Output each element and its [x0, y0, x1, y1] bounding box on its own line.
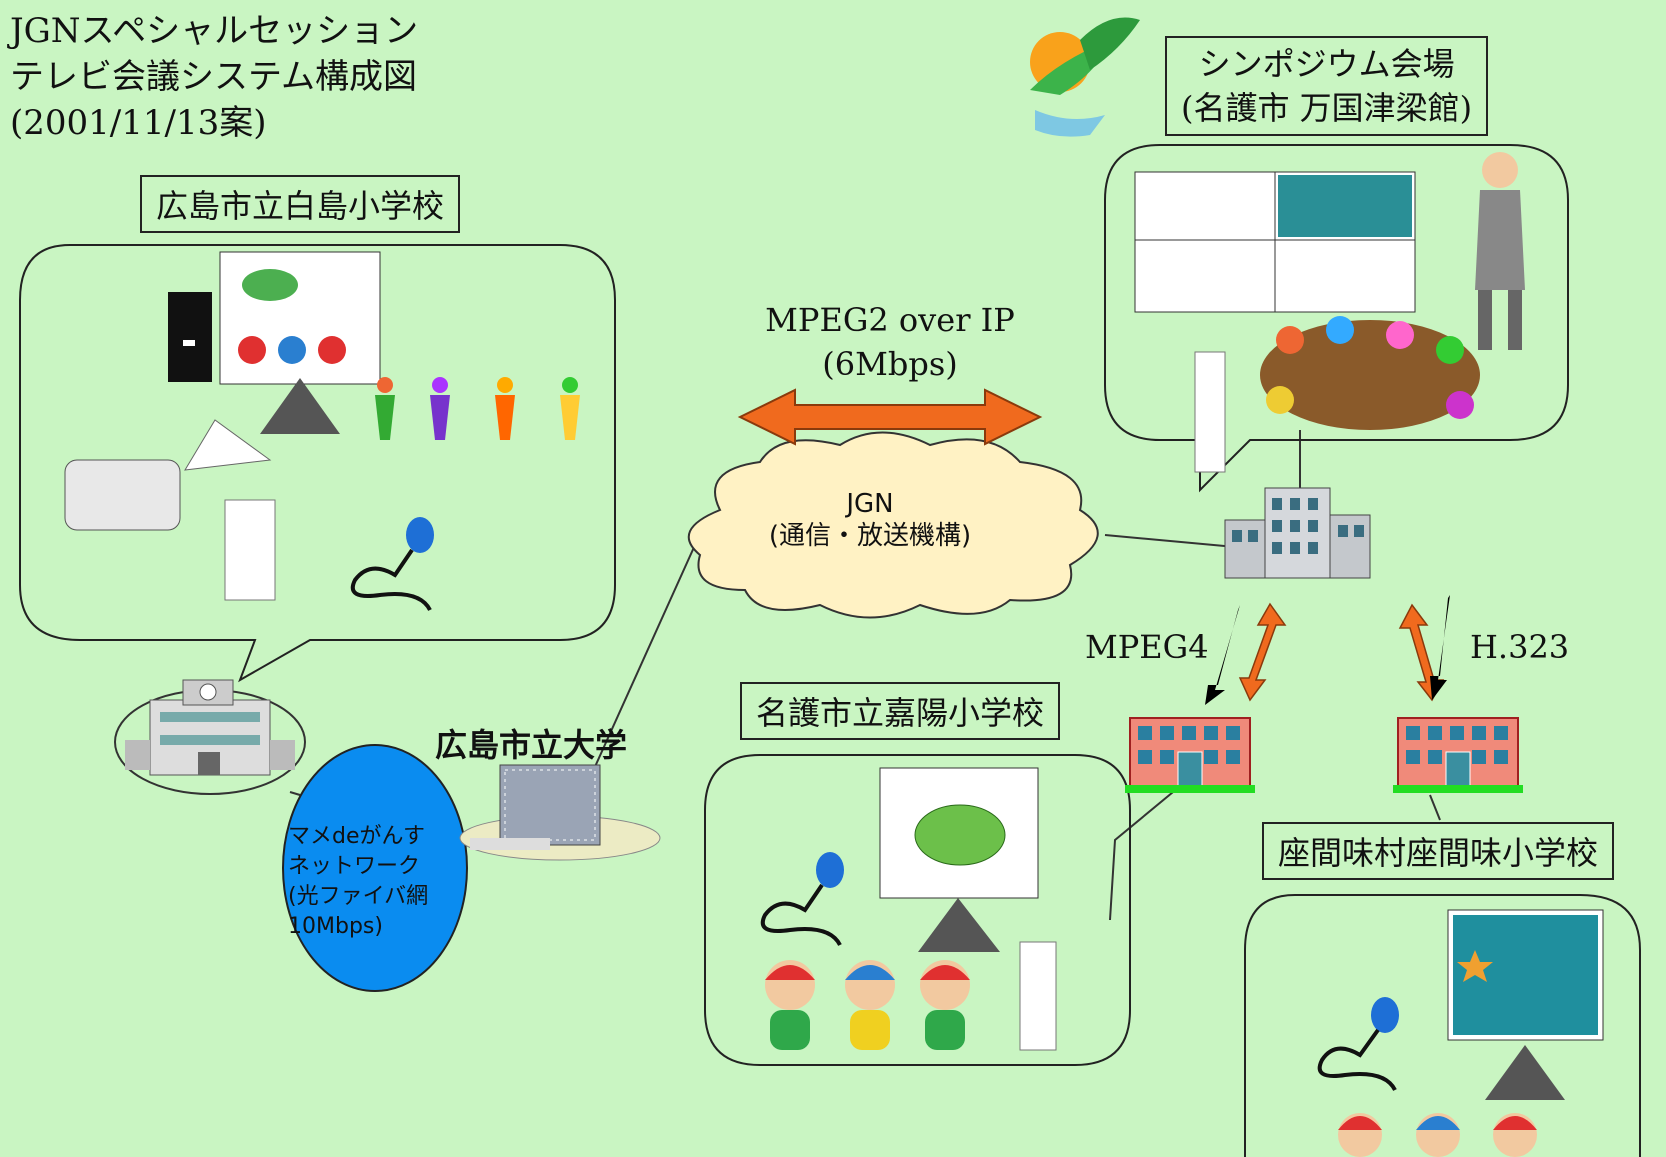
mpeg2-double-arrow: [737, 388, 1043, 446]
hiroshima-callout: [19, 244, 616, 683]
local-network-line-2: ネットワーク: [288, 854, 421, 879]
hiroshima-room-scene: [64, 251, 580, 612]
projection-beam-icon: [184, 419, 272, 471]
dancers-icon: [375, 377, 580, 440]
meeting-table-icon: [1260, 316, 1480, 430]
nago-room-scene: [760, 767, 1057, 1051]
symposium-label-line-1: シンポジウム会場: [1198, 45, 1455, 83]
mpeg2-label-line-1: MPEG2 over IP: [765, 301, 1015, 339]
projector-stand-icon: [260, 378, 340, 434]
microphone-icon: [350, 517, 434, 612]
server-tower-icon: [168, 292, 212, 382]
nago-school-label: 名護市立嘉陽小学校: [740, 682, 1061, 740]
zamami-school-building-icon: [1393, 717, 1523, 793]
pc-tower-icon-nago: [1019, 941, 1057, 1051]
jgn-label-line-1: JGN: [846, 489, 894, 519]
mpeg4-link-arrows: [1205, 602, 1287, 705]
local-network-ellipse: [282, 744, 468, 992]
projector-icon: [64, 459, 181, 531]
pc-tower-icon-2: [1194, 351, 1226, 473]
hiroshima-school-label: 広島市立白島小学校: [140, 175, 461, 233]
hiroshima-university-building-icon: [459, 764, 661, 861]
local-network-line-1: マメdeがんす: [288, 824, 426, 849]
nago-callout: [704, 754, 1131, 1066]
presenter-icon: [1475, 152, 1525, 350]
mpeg2-link-label: MPEG2 over IP (6Mbps): [735, 298, 1045, 386]
nago-callout-line: [1109, 777, 1191, 921]
screen-icon: [219, 251, 381, 385]
h323-link-label: H.323: [1470, 628, 1570, 666]
symposium-building-icon: [1224, 487, 1371, 579]
univ-to-cloud-line: [579, 544, 696, 801]
palm-tree-sun-icon: [1030, 17, 1140, 137]
zamami-callout-line: [1429, 794, 1441, 821]
nago-school-building-icon: [1125, 717, 1255, 793]
mpeg2-label-line-2: (6Mbps): [822, 345, 958, 383]
symposium-room-scene: [1030, 17, 1525, 473]
students-icon-nago: [765, 960, 970, 1050]
hiroshima-university-label: 広島市立大学: [435, 726, 628, 764]
students-icon-zamami: [1338, 1113, 1537, 1157]
projector-stand-icon-nago: [918, 898, 1000, 952]
hiroshima-school-building-icon: [114, 679, 306, 795]
pc-tower-icon: [224, 499, 276, 601]
school-to-net-line: [289, 791, 301, 796]
jgn-cloud: [687, 431, 1099, 619]
projector-stand-icon-zamami: [1485, 1045, 1565, 1100]
jgn-label-line-2: (通信・放送機構): [768, 521, 972, 551]
zamami-school-label: 座間味村座間味小学校: [1262, 822, 1615, 880]
symposium-label: シンポジウム会場 (名護市 万国津梁館): [1165, 36, 1489, 136]
symposium-label-line-2: (名護市 万国津梁館): [1181, 89, 1473, 127]
zamami-callout: [1244, 894, 1641, 1157]
microphone-icon-zamami: [1317, 997, 1399, 1092]
title-line-3: (2001/11/13案): [10, 103, 267, 143]
title-line-1: JGNスペシャルセッション: [10, 11, 419, 51]
mpeg4-link-label: MPEG4: [1085, 628, 1209, 666]
microphone-icon-nago: [760, 852, 844, 947]
title-line-2: テレビ会議システム構成図: [10, 57, 417, 97]
local-network-line-4: 10Mbps): [288, 914, 383, 939]
zamami-room-scene: [1317, 909, 1604, 1157]
symposium-callout: [1104, 144, 1569, 493]
diagram-title: JGNスペシャルセッション テレビ会議システム構成図 (2001/11/13案): [10, 8, 418, 146]
jgn-cloud-label: JGN (通信・放送機構): [700, 488, 1040, 552]
local-network-line-3: (光ファイバ網: [288, 884, 429, 909]
h323-link-arrows: [1398, 595, 1450, 702]
local-network-label: マメdeがんす ネットワーク (光ファイバ網 10Mbps): [288, 822, 488, 942]
